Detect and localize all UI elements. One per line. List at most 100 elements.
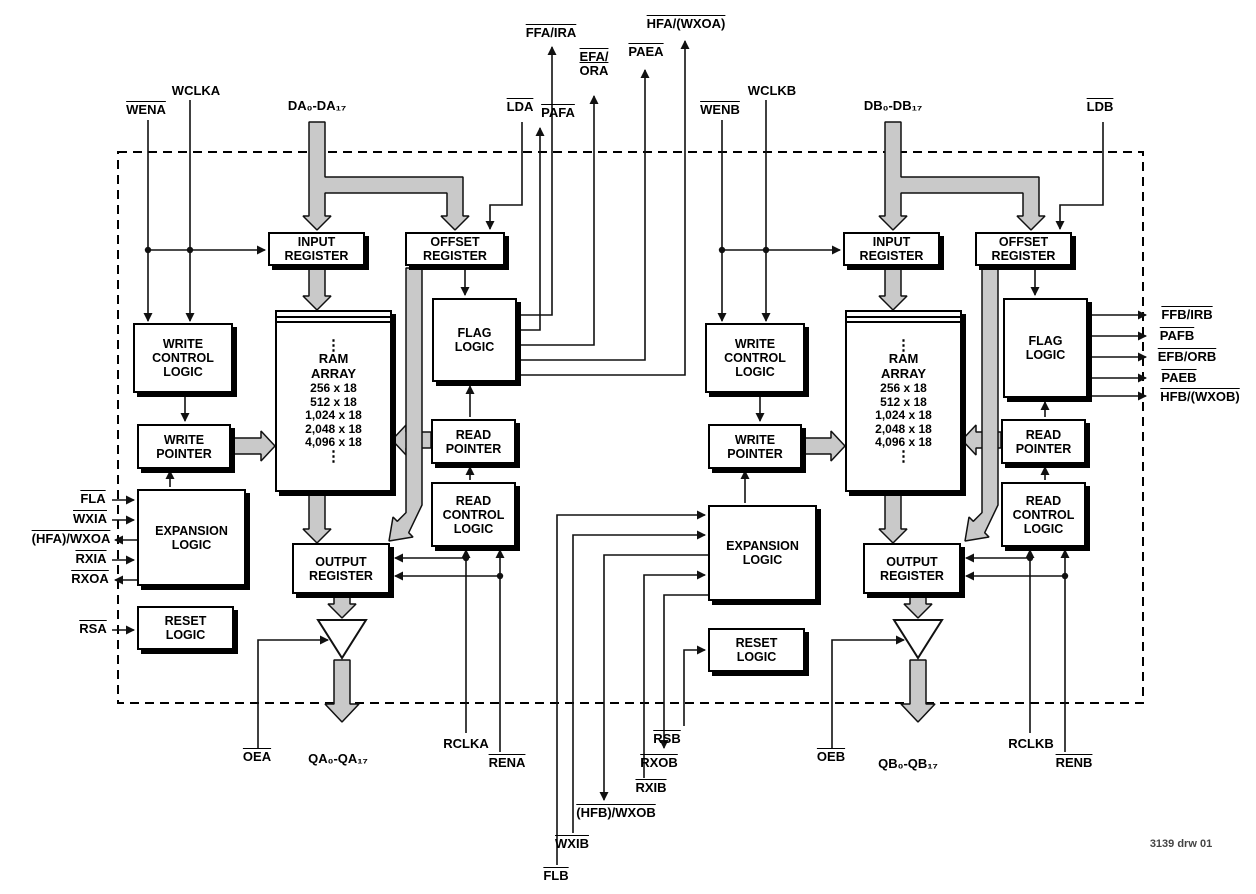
signal-wenb: WENB <box>700 102 740 117</box>
signal-wclkb: WCLKB <box>747 83 797 98</box>
ram-dots-bottom: ⋮ <box>326 447 341 465</box>
signal-ffb-irb: FFB/IRB <box>1161 307 1213 322</box>
bus-wptr-ram-b <box>801 430 846 462</box>
bus-offset-outreg-b <box>964 267 999 542</box>
ram-stack-line <box>847 316 960 318</box>
wire-ldb <box>1055 122 1104 230</box>
signal-wclka: WCLKA <box>171 83 221 98</box>
bus-inreg-ram-a <box>302 265 332 311</box>
wire-hfb-wxob-bottom <box>599 554 708 801</box>
drawing-number: 3139 drw 01 <box>1149 838 1213 850</box>
signal-rclkb: RCLKB <box>1008 736 1054 751</box>
signal-wxia: WXIA <box>73 511 107 526</box>
ram-array-a-title: RAM ARRAY <box>310 351 357 381</box>
ram-array-b-sizes: 256 x 18 512 x 18 1,024 x 18 2,048 x 18 … <box>875 381 932 450</box>
bus-outreg-buffer-a <box>327 593 357 619</box>
read-pointer-b: READ POINTER <box>1001 419 1086 464</box>
reset-logic-a-label: RESET LOGIC <box>164 614 207 642</box>
write-control-logic-a: WRITE CONTROL LOGIC <box>133 323 233 393</box>
signal-rclka: RCLKA <box>443 736 489 751</box>
wire-oea <box>257 635 329 748</box>
flag-logic-a: FLAG LOGIC <box>432 298 517 382</box>
tristate-buffer-b <box>892 619 944 660</box>
ram-array-a: ⋮ RAM ARRAY 256 x 18 512 x 18 1,024 x 18… <box>275 310 392 492</box>
signal-ffa-ira: FFA/IRA <box>525 25 577 40</box>
signal-rxia: RXIA <box>75 551 107 566</box>
signal-qa-bus: QA₀-QA₁₇ <box>308 751 368 766</box>
wire-ffa-ira <box>517 46 557 316</box>
ram-array-a-sizes: 256 x 18 512 x 18 1,024 x 18 2,048 x 18 … <box>305 381 362 450</box>
offset-register-b-label: OFFSET REGISTER <box>991 235 1056 263</box>
write-control-logic-b: WRITE CONTROL LOGIC <box>705 323 805 393</box>
output-register-b: OUTPUT REGISTER <box>863 543 961 594</box>
signal-wena: WENA <box>126 102 166 117</box>
signal-paeb: PAEB <box>1161 370 1197 385</box>
reset-logic-b: RESET LOGIC <box>708 628 805 672</box>
read-pointer-a-label: READ POINTER <box>445 427 502 456</box>
signal-hfa-wxoa-left: (HFA)/WXOA <box>31 531 111 546</box>
reset-logic-b-label: RESET LOGIC <box>735 636 778 664</box>
ram-stack-line <box>277 321 390 323</box>
signal-renb: RENB <box>1055 755 1093 770</box>
ram-array-b-title: RAM ARRAY <box>880 351 927 381</box>
signal-pafb: PAFB <box>1159 328 1195 343</box>
signal-efb-orb: EFB/ORB <box>1157 349 1217 364</box>
write-pointer-b: WRITE POINTER <box>708 424 802 469</box>
flag-logic-b-label: FLAG LOGIC <box>1025 334 1066 362</box>
offset-register-b: OFFSET REGISTER <box>975 232 1072 266</box>
expansion-logic-b-label: EXPANSION LOGIC <box>726 539 799 567</box>
offset-register-a: OFFSET REGISTER <box>405 232 505 266</box>
wire-pafa <box>517 127 545 331</box>
expansion-logic-a: EXPANSION LOGIC <box>137 489 246 586</box>
wire-paea <box>517 69 650 361</box>
bus-qa-output <box>324 659 360 723</box>
write-control-logic-b-label: WRITE CONTROL LOGIC <box>724 337 786 379</box>
signal-efa-ora: EFA/ ORA <box>579 49 609 79</box>
read-control-logic-b: READ CONTROL LOGIC <box>1001 482 1086 547</box>
write-control-logic-a-label: WRITE CONTROL LOGIC <box>152 337 214 379</box>
bus-arrows <box>230 121 1046 723</box>
signal-hfa-wxoa: HFA/(WXOA) <box>646 16 726 31</box>
signal-rena: RENA <box>488 755 526 770</box>
signal-rxoa: RXOA <box>71 571 109 586</box>
read-pointer-b-label: READ POINTER <box>1015 427 1072 456</box>
bus-db-input <box>878 121 1046 231</box>
signal-wxib: WXIB <box>555 836 589 851</box>
signal-oeb: OEB <box>816 749 846 764</box>
signal-rsa: RSA <box>79 621 107 636</box>
flag-logic-b: FLAG LOGIC <box>1003 298 1088 398</box>
signal-oea: OEA <box>242 749 272 764</box>
wire-oeb <box>831 635 905 748</box>
bus-inreg-ram-b <box>878 265 908 311</box>
signal-paea: PAEA <box>628 44 664 59</box>
bus-outreg-buffer-b <box>903 593 933 619</box>
signal-qb-bus: QB₀-QB₁₇ <box>878 756 938 771</box>
wire-rxib <box>643 570 706 778</box>
bus-qb-output <box>900 659 936 723</box>
wire-rxob <box>659 594 708 749</box>
read-control-logic-b-label: READ CONTROL LOGIC <box>1012 493 1075 536</box>
signal-pafa: PAFA <box>541 105 575 120</box>
ram-array-b: ⋮ RAM ARRAY 256 x 18 512 x 18 1,024 x 18… <box>845 310 962 492</box>
reset-logic-a: RESET LOGIC <box>137 606 234 650</box>
signal-rsb: RSB <box>653 731 681 746</box>
output-register-a: OUTPUT REGISTER <box>292 543 390 594</box>
tristate-buffer-a <box>316 619 368 660</box>
wire-efa-ora <box>517 95 599 346</box>
ram-stack-line <box>277 316 390 318</box>
wire-wxib <box>572 530 706 833</box>
ram-dots-bottom: ⋮ <box>896 447 911 465</box>
write-pointer-b-label: WRITE POINTER <box>727 432 783 461</box>
ram-dots-top: ⋮ <box>896 337 911 355</box>
signal-da-bus: DA₀-DA₁₇ <box>287 98 347 113</box>
signal-flb: FLB <box>543 868 569 883</box>
flag-logic-a-label: FLAG LOGIC <box>454 326 495 354</box>
signal-hfb-wxob: HFB/(WXOB) <box>1160 389 1240 404</box>
wire-hfa-wxoa <box>517 40 690 376</box>
read-control-logic-a: READ CONTROL LOGIC <box>431 482 516 547</box>
expansion-logic-a-label: EXPANSION LOGIC <box>155 523 228 552</box>
signal-rxob: RXOB <box>640 755 678 770</box>
read-pointer-a: READ POINTER <box>431 419 516 464</box>
